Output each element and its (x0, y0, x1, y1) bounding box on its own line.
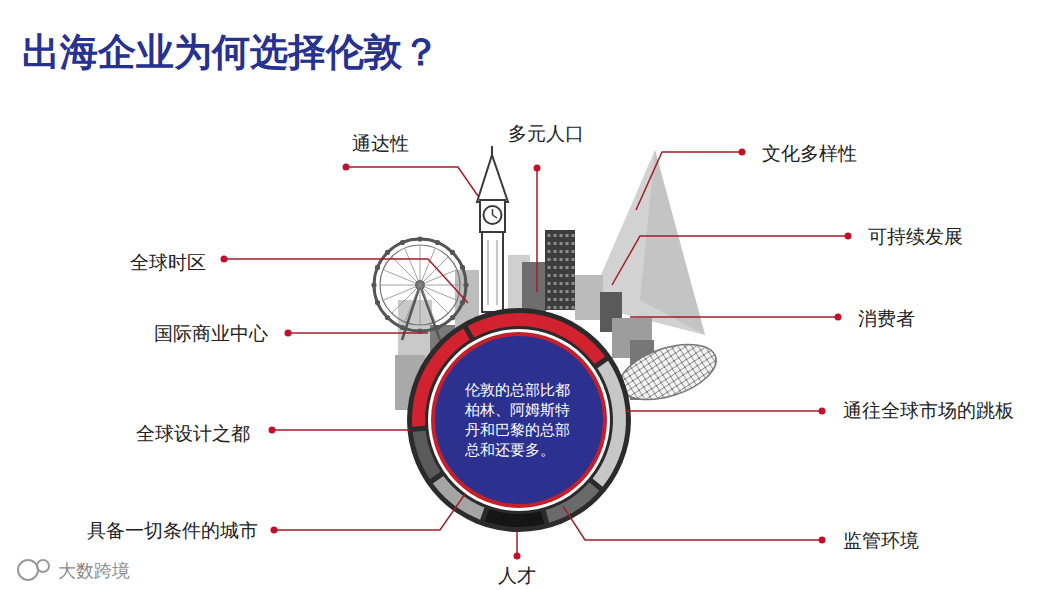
callout-label: 通往全球市场的跳板 (843, 399, 1014, 422)
london-eye-part (420, 285, 460, 286)
london-eye-part (402, 285, 420, 340)
big-ben-part (482, 232, 503, 312)
london-eye-part (435, 240, 440, 245)
center-circle-shape (435, 336, 603, 504)
callout-label: 国际商业中心 (154, 322, 268, 345)
london-eye-part (420, 285, 440, 340)
london-eye-part (385, 250, 390, 255)
london-eye-part (385, 315, 390, 320)
leader-dots-part (819, 408, 826, 415)
london-eye-part (417, 236, 422, 241)
london-eye-part (392, 257, 420, 285)
gherkin-building (613, 334, 723, 411)
big-ben-part (480, 200, 505, 232)
london-eye-part (375, 300, 380, 305)
skyline-background-part (588, 150, 705, 335)
ring-part (485, 509, 545, 527)
big-ben-part (497, 240, 498, 305)
london-eye-part (383, 285, 420, 300)
leader-lines-part (536, 168, 538, 292)
london-eye-part (375, 265, 380, 270)
callout-label: 人才 (498, 564, 536, 587)
watermark-icon-part (18, 560, 38, 580)
watermark: 大数跨境 (58, 560, 130, 582)
center-circle-fill (435, 336, 603, 504)
watermark-icon-part (37, 560, 49, 572)
leader-lines-part (626, 410, 822, 412)
london-eye-part (380, 285, 420, 286)
london-eye-part (420, 285, 448, 313)
skyline-background-part (575, 275, 603, 320)
london-eye-part (463, 282, 468, 287)
leader-lines (224, 152, 848, 556)
london-eye-part (371, 282, 376, 287)
callout-label: 可持续发展 (868, 225, 963, 248)
leader-lines-part (516, 531, 518, 556)
ring-inner-part (428, 329, 610, 511)
london-eye-part (460, 300, 465, 305)
big-ben (477, 146, 508, 312)
leader-lines-part (272, 429, 410, 431)
ring-inner-part (431, 332, 607, 508)
leader-dots-part (221, 256, 228, 263)
london-eye-part (392, 285, 420, 313)
leader-dots-part (835, 314, 842, 321)
leader-lines-part (346, 167, 478, 196)
leader-dots-part (739, 149, 746, 156)
leader-dots-part (271, 527, 278, 534)
callout-label: 多元人口 (508, 122, 584, 145)
london-eye-part (420, 257, 448, 285)
big-ben-part (484, 206, 502, 224)
leader-lines-part (612, 236, 848, 285)
leader-lines-part (563, 506, 822, 540)
london-eye-part (435, 325, 440, 330)
london-eye-part (380, 245, 460, 325)
london-eye-part (405, 248, 420, 285)
ring-inner (428, 329, 610, 511)
callout-label: 全球设计之都 (136, 422, 250, 445)
london-eye-part (420, 245, 421, 285)
leader-lines-part (636, 152, 742, 210)
callout-label: 全球时区 (130, 251, 206, 274)
london-eye-part (450, 250, 455, 255)
center-circle: 伦敦的总部比都柏林、阿姆斯特丹和巴黎的总部总和还要多。 (435, 336, 603, 504)
leader-dots-part (819, 537, 826, 544)
watermark-icon (18, 560, 49, 580)
london-eye-part (400, 240, 405, 245)
london-eye-part (450, 315, 455, 320)
leader-dots-part (845, 233, 852, 240)
skyline-background-part (545, 230, 575, 310)
london-eye-part (420, 285, 435, 322)
leader-dots-part (514, 553, 521, 560)
leader-dots-part (343, 164, 350, 171)
big-ben-part (492, 209, 494, 215)
big-ben-part (488, 240, 489, 305)
leader-dots (221, 149, 852, 560)
london-eye-part (420, 285, 421, 325)
gherkin-building-part (613, 334, 723, 411)
big-ben-part (491, 146, 493, 155)
callout-label: 文化多样性 (762, 142, 857, 165)
leader-lines-part (288, 332, 428, 334)
leader-dots-part (269, 427, 276, 434)
leader-lines-part (274, 494, 465, 530)
leader-dots-part (285, 330, 292, 337)
leader-lines-part (630, 316, 838, 318)
callout-label: 监管环境 (843, 529, 919, 552)
london-eye-part (400, 325, 405, 330)
leader-dots-part (534, 165, 541, 172)
big-ben-part (493, 215, 498, 218)
big-ben-part (477, 155, 508, 202)
callout-label: 具备一切条件的城市 (87, 519, 258, 542)
ring-part (407, 308, 631, 532)
leader-lines-part (224, 259, 468, 303)
center-text: 伦敦的总部比都柏林、阿姆斯特丹和巴黎的总部总和还要多。 (465, 380, 573, 461)
skyline-background-part (522, 262, 546, 312)
london-eye-part (460, 265, 465, 270)
callout-label: 消费者 (858, 307, 915, 330)
london-eye-part (420, 270, 457, 285)
title: 出海企业为何选择伦敦？ (22, 30, 440, 76)
callout-label: 通达性 (352, 132, 409, 155)
ring (407, 308, 631, 532)
